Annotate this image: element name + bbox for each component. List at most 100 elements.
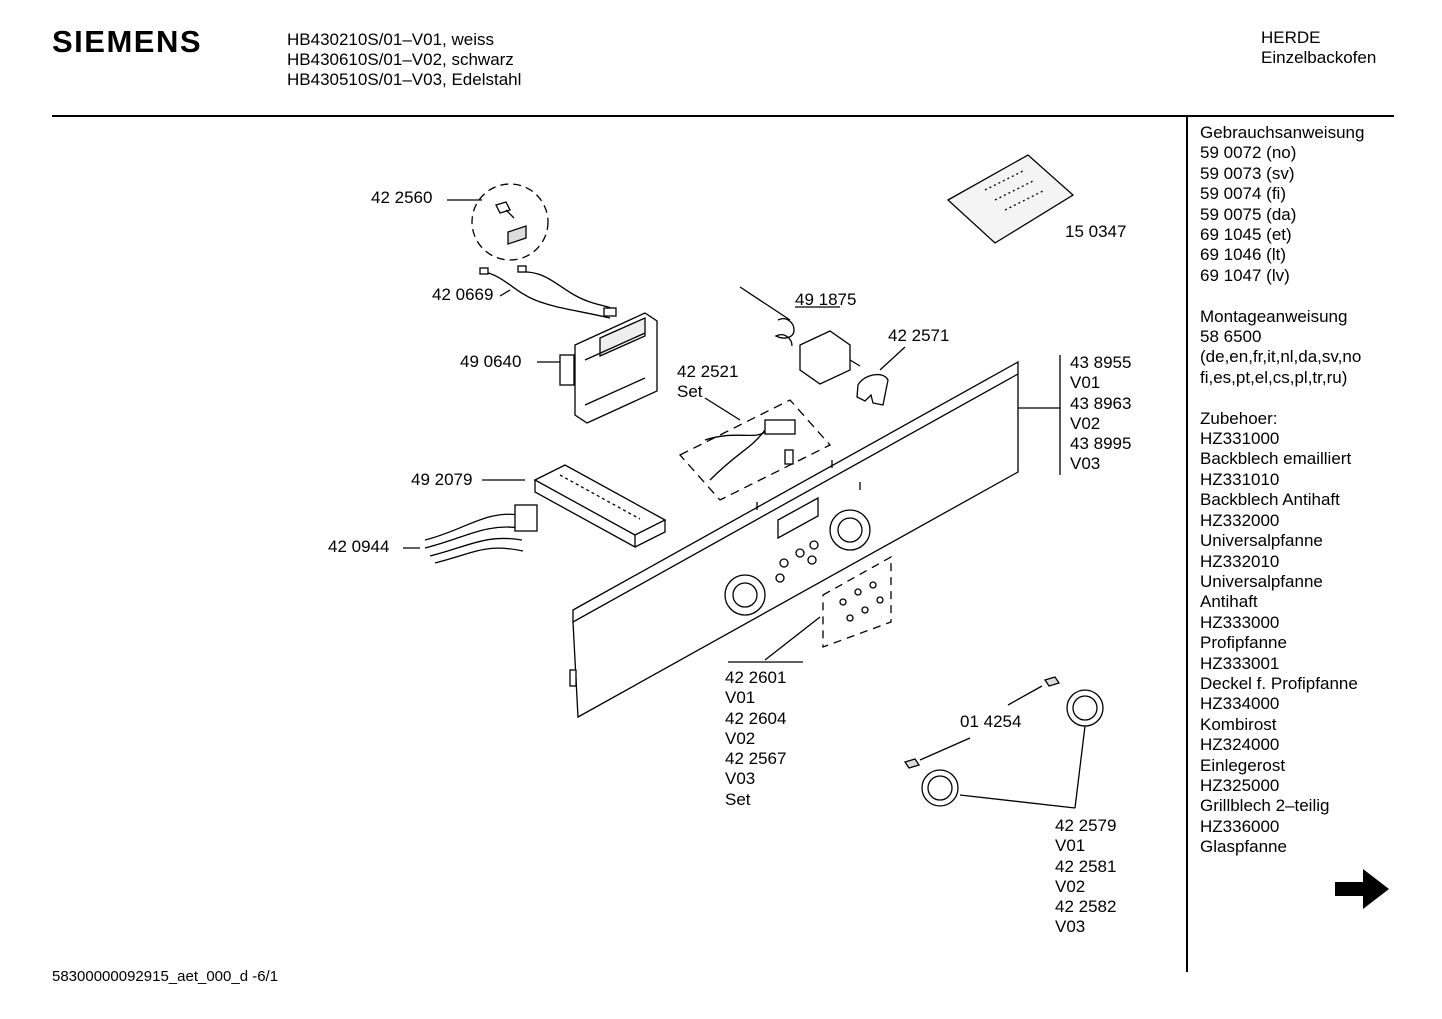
sidebar-line: Backblech emailliert <box>1200 449 1352 469</box>
part-420669-cable <box>479 265 617 319</box>
right-arrow-icon[interactable] <box>1333 867 1391 911</box>
sidebar-line: 69 1047 (lv) <box>1200 265 1290 285</box>
part-number: 42 2579 <box>1055 816 1117 835</box>
footer-code: 58300000092915_aet_000_d -6/1 <box>52 968 279 985</box>
part-150347-screw-bag <box>946 154 1075 244</box>
part-number: 49 0640 <box>460 352 522 371</box>
sidebar-line: HZ331010 <box>1200 469 1280 489</box>
sidebar-line: Profipfanne <box>1200 633 1287 653</box>
label-422571: 42 2571 <box>888 326 949 346</box>
sidebar-line: 59 0073 (sv) <box>1200 163 1295 183</box>
part-number: 42 2567 <box>725 749 787 769</box>
part-420944-wiring <box>403 504 538 564</box>
category-main: HERDE <box>1261 28 1321 47</box>
label-492079: 49 2079 <box>411 470 472 490</box>
part-422560-screw-clip <box>447 183 549 261</box>
part-422521-harness-set <box>678 397 832 501</box>
part-number: 42 2582 <box>1055 897 1117 917</box>
sidebar-line: 58 6500 <box>1200 327 1262 347</box>
header-divider <box>52 115 1394 117</box>
sidebar-line: Deckel f. Profipfanne <box>1200 673 1358 693</box>
label-422521: 42 2521 Set <box>677 362 738 403</box>
sidebar-line: Gebrauchsanweisung <box>1200 123 1365 142</box>
part-number: 42 2604 <box>725 708 787 728</box>
sidebar-line: Backblech Antihaft <box>1200 490 1340 510</box>
sidebar-line: Universalpfanne <box>1200 531 1323 551</box>
sidebar-line: (de,en,fr,it,nl,da,sv,no <box>1200 347 1362 367</box>
part-variant: V02 <box>1055 876 1086 896</box>
part-number: 42 2560 <box>371 188 433 207</box>
part-variant: V02 <box>725 728 756 748</box>
part-number: 43 8955 <box>1070 353 1132 372</box>
sidebar-line: HZ331000 <box>1200 429 1280 449</box>
sidebar-line: Glaspfanne <box>1200 837 1287 857</box>
brand-logo: SIEMENS <box>52 24 203 59</box>
part-variant: V01 <box>725 688 756 708</box>
part-variant: V02 <box>1070 413 1101 433</box>
part-490640-module <box>537 312 658 424</box>
sidebar-line: HZ333001 <box>1200 653 1280 673</box>
part-number: 42 0944 <box>328 537 390 556</box>
sidebar-line: Einlegerost <box>1200 755 1286 775</box>
label-420944: 42 0944 <box>328 537 389 557</box>
sidebar-divider <box>1186 117 1188 972</box>
sidebar-line: HZ333000 <box>1200 612 1280 632</box>
sidebar-line: HZ325000 <box>1200 775 1280 795</box>
sidebar-line: 69 1046 (lt) <box>1200 245 1286 265</box>
part-number: 42 2571 <box>888 326 950 345</box>
sidebar-line: Antihaft <box>1200 592 1258 612</box>
label-438955: 43 8955 V01 43 8963 V02 43 8995 V03 <box>1070 353 1131 475</box>
part-variant: V03 <box>725 769 756 789</box>
sidebar-line: HZ336000 <box>1200 816 1280 836</box>
sidebar-line: 59 0074 (fi) <box>1200 184 1286 204</box>
part-422601-screw-set <box>728 555 892 663</box>
sidebar-line: HZ324000 <box>1200 735 1280 755</box>
part-number: 42 2581 <box>1055 856 1117 876</box>
label-422601: 42 2601 V01 42 2604 V02 42 2567 V03 Set <box>725 668 786 810</box>
part-491875-thermostat <box>739 286 861 385</box>
part-control-panel <box>569 355 1061 719</box>
sidebar-line: Zubehoer: <box>1200 408 1278 428</box>
sidebar-line: HZ332010 <box>1200 551 1280 571</box>
label-014254: 01 4254 <box>960 712 1021 732</box>
part-variant: Set <box>725 789 751 809</box>
part-number: 42 0669 <box>432 285 494 304</box>
part-variant: V03 <box>1070 454 1101 474</box>
model-line: HB430210S/01–V01, weiss <box>287 30 494 49</box>
sidebar-line: fi,es,pt,el,cs,pl,tr,ru) <box>1200 367 1348 387</box>
part-422571-bracket <box>856 346 906 406</box>
part-number: 43 8963 <box>1070 393 1132 413</box>
sidebar-line <box>1200 286 1364 306</box>
category-sub: Einzelbackofen <box>1261 48 1377 67</box>
label-150347: 15 0347 <box>1065 222 1126 242</box>
sidebar-line: HZ332000 <box>1200 510 1280 530</box>
label-422560: 42 2560 <box>371 188 432 208</box>
part-number: 42 2601 <box>725 668 787 687</box>
model-line: HB430610S/01–V02, schwarz <box>287 50 514 69</box>
sidebar-line: Universalpfanne <box>1200 571 1323 591</box>
part-number: 43 8995 <box>1070 434 1132 454</box>
sidebar-line: HZ334000 <box>1200 694 1280 714</box>
part-number: 42 2521 <box>677 362 739 381</box>
sidebar-line: Montageanweisung <box>1200 306 1348 326</box>
part-knobs <box>903 676 1104 809</box>
part-number: 49 2079 <box>411 470 473 489</box>
label-491875: 49 1875 <box>795 290 856 310</box>
model-list: HB430210S/01–V01, weiss HB430610S/01–V02… <box>287 30 521 90</box>
sidebar-line: Grillblech 2–teilig <box>1200 796 1330 816</box>
part-variant: V01 <box>1055 836 1086 856</box>
model-line: HB430510S/01–V03, Edelstahl <box>287 70 522 89</box>
label-490640: 49 0640 <box>460 352 521 372</box>
part-variant: V01 <box>1070 373 1101 393</box>
part-number: 15 0347 <box>1065 222 1127 241</box>
sidebar-line: 59 0072 (no) <box>1200 143 1297 163</box>
part-variant: V03 <box>1055 917 1086 937</box>
label-420669: 42 0669 <box>432 285 493 305</box>
part-number: 49 1875 <box>795 290 857 309</box>
part-492079-terminal-block <box>482 464 667 549</box>
sidebar-line: Kombirost <box>1200 714 1277 734</box>
part-number: 01 4254 <box>960 712 1022 731</box>
label-422579: 42 2579 V01 42 2581 V02 42 2582 V03 <box>1055 816 1116 938</box>
